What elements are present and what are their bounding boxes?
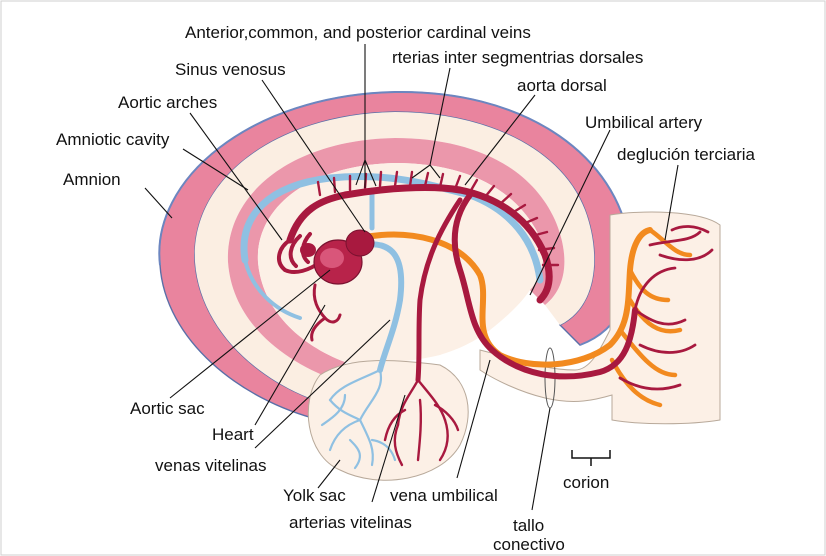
sinus-venosus-chamber — [346, 230, 374, 256]
label-tallo: tallo — [513, 516, 544, 535]
heart-highlight — [320, 248, 344, 268]
label-arterias-vitelinas: arterias vitelinas — [289, 513, 412, 532]
label-umbilical-artery: Umbilical artery — [585, 113, 703, 132]
label-amniotic-cavity: Amniotic cavity — [56, 130, 170, 149]
label-deglucion-terciaria: deglución terciaria — [617, 145, 756, 164]
label-yolk-sac: Yolk sac — [283, 486, 346, 505]
label-corion: corion — [563, 473, 609, 492]
label-intersegmental-arteries: rterias inter segmentrias dorsales — [392, 48, 643, 67]
label-venas-vitelinas: venas vitelinas — [155, 456, 267, 475]
label-heart: Heart — [212, 425, 254, 444]
label-aortic-arches: Aortic arches — [118, 93, 217, 112]
label-conectivo: conectivo — [493, 535, 565, 554]
label-cardinal-veins: Anterior,common, and posterior cardinal … — [185, 23, 531, 42]
label-sinus-venosus: Sinus venosus — [175, 60, 286, 79]
label-amnion: Amnion — [63, 170, 121, 189]
label-aortic-sac: Aortic sac — [130, 399, 205, 418]
label-vena-umbilical: vena umbilical — [390, 486, 498, 505]
label-aorta-dorsal: aorta dorsal — [517, 76, 607, 95]
aortic-sac — [300, 243, 316, 257]
